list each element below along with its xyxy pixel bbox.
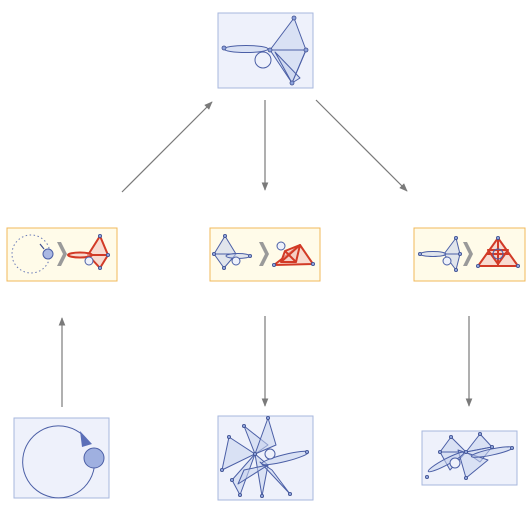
hypothesis-left-orbit-arrow: [39, 243, 45, 250]
succession-chevron-middle: [259, 242, 269, 266]
succession-chevron-right: [463, 242, 473, 266]
base-left-disk: [83, 447, 105, 469]
base-left: [13, 417, 110, 499]
root-capsule: [223, 45, 269, 53]
hypothesis-left-ball: [42, 248, 54, 260]
succession-chevron-left: [57, 242, 67, 266]
edge-root-to-right: [315, 99, 408, 192]
edges: [58, 99, 473, 407]
hypothesis-left: [6, 227, 118, 282]
hypothesis-right: [413, 227, 526, 282]
root-disk: [254, 51, 272, 69]
base-left-orbit-arrowhead: [80, 431, 92, 447]
root-face-sliver: [274, 51, 301, 84]
edge-left-to-root: [121, 101, 213, 193]
base-right: [421, 430, 518, 486]
hypothesis-middle: [209, 227, 321, 282]
root-configuration: [217, 12, 314, 89]
base-left-orbit: [22, 425, 96, 499]
base-middle: [217, 415, 314, 501]
